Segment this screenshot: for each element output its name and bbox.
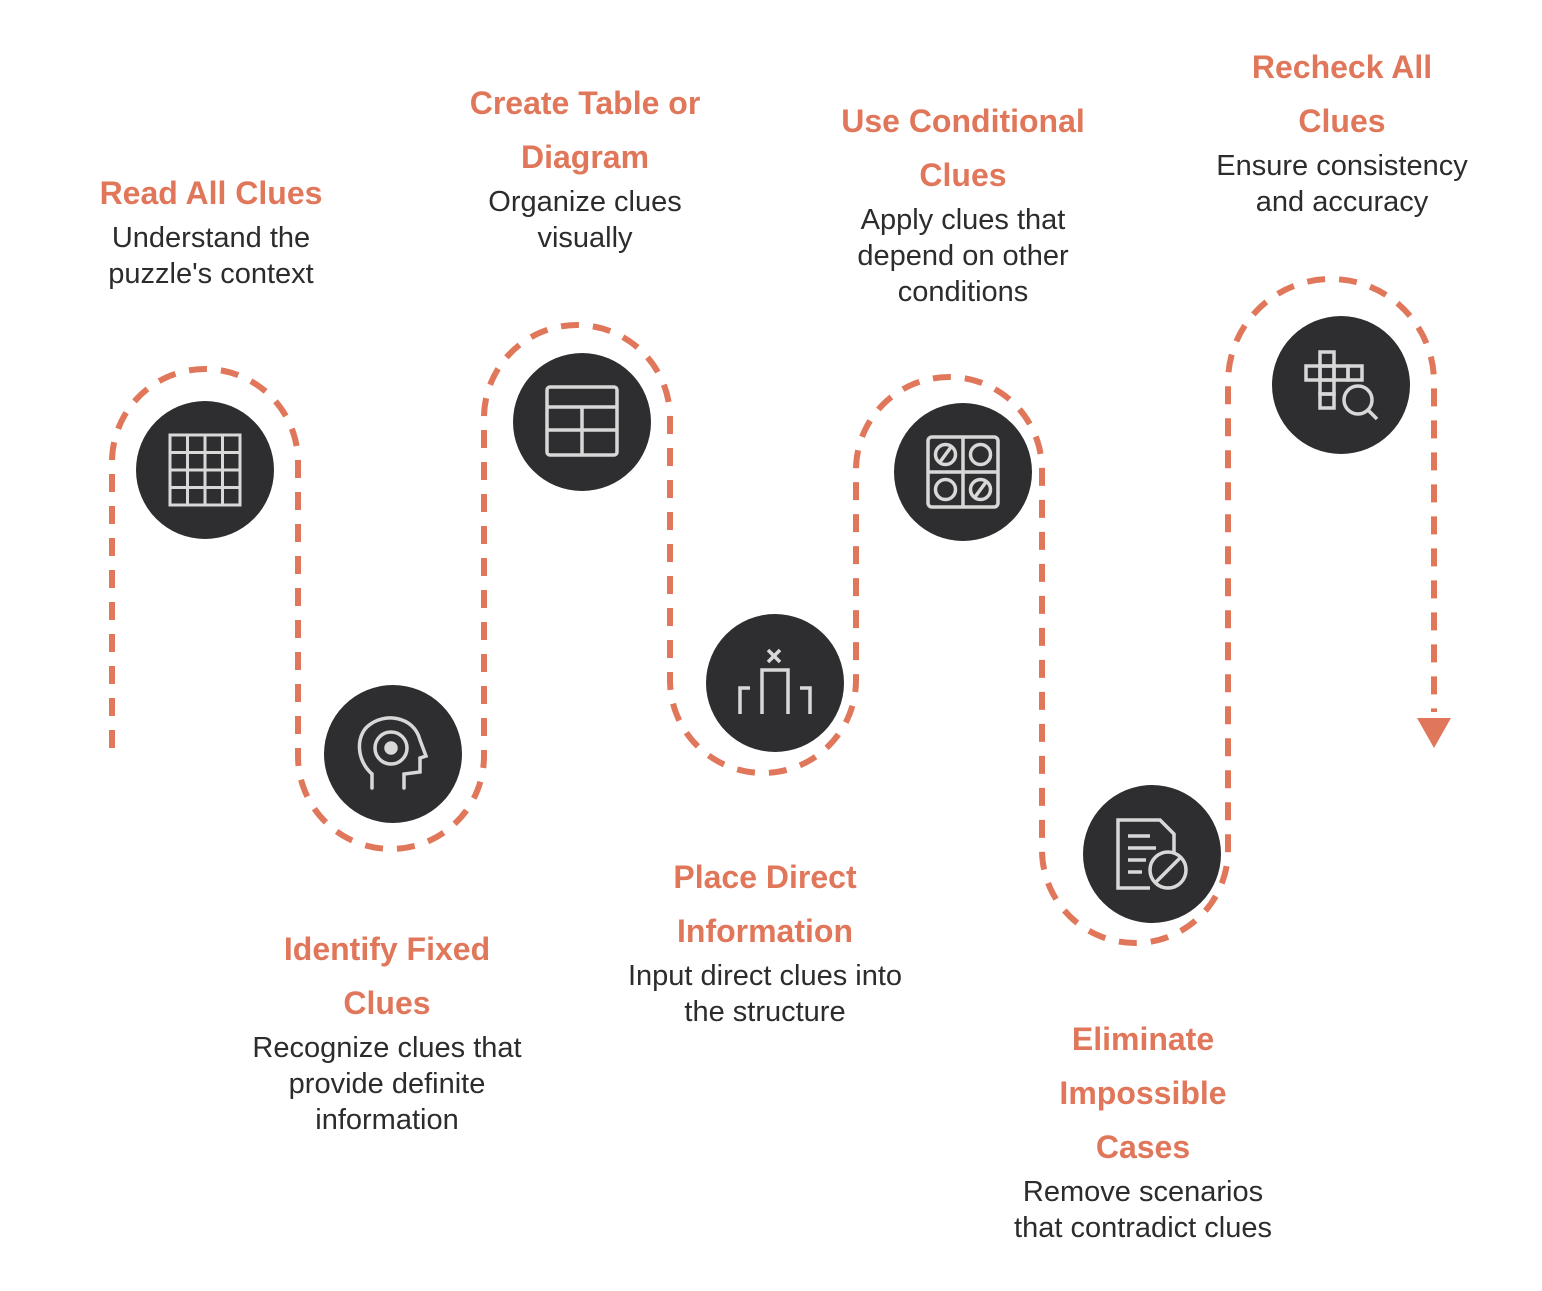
step-description: Apply clues that depend on other conditi… (857, 204, 1069, 308)
step-2-text: Identify Fixed Clues Recognize clues tha… (237, 922, 537, 1138)
step-description: Recognize clues that provide definite in… (252, 1032, 522, 1136)
step-1-node (136, 401, 274, 539)
step-title: Use Conditional Clues (841, 103, 1085, 193)
step-title: Recheck All Clues (1251, 49, 1433, 139)
step-7-text: Recheck All Clues Ensure consistency and… (1192, 40, 1492, 220)
step-6-text: Eliminate Impossible Cases Remove scenar… (993, 1012, 1293, 1246)
step-1-text: Read All Clues Understand the puzzle's c… (61, 166, 361, 292)
step-description: Organize clues visually (488, 186, 682, 254)
step-title: Eliminate Impossible Cases (1059, 1021, 1227, 1165)
head-target-icon (357, 716, 429, 790)
step-description: Understand the puzzle's context (108, 222, 314, 290)
step-3-text: Create Table or Diagram Organize clues v… (435, 76, 735, 256)
conditional-grid-icon (926, 435, 1000, 509)
step-6-node (1083, 785, 1221, 923)
step-title: Read All Clues (99, 175, 323, 211)
document-prohibited-icon (1116, 818, 1188, 890)
step-4-text: Place Direct Information Input direct cl… (615, 850, 915, 1030)
grid-icon (168, 433, 242, 507)
table-icon (545, 385, 619, 457)
step-7-node (1272, 316, 1410, 454)
dashed-path (109, 276, 1437, 946)
crossword-search-icon (1304, 350, 1379, 421)
step-3-node (513, 353, 651, 491)
place-item-icon (738, 648, 812, 714)
step-description: Input direct clues into the structure (627, 960, 903, 1028)
step-title: Create Table or Diagram (469, 85, 701, 175)
step-title: Identify Fixed Clues (283, 931, 491, 1021)
step-5-node (894, 403, 1032, 541)
arrow-head (1417, 718, 1451, 748)
step-4-node (706, 614, 844, 752)
step-description: Ensure consistency and accuracy (1216, 150, 1468, 218)
step-title: Place Direct Information (673, 859, 857, 949)
step-description: Remove scenarios that contradict clues (1014, 1176, 1272, 1244)
step-5-text: Use Conditional Clues Apply clues that d… (813, 94, 1113, 310)
step-2-node (324, 685, 462, 823)
